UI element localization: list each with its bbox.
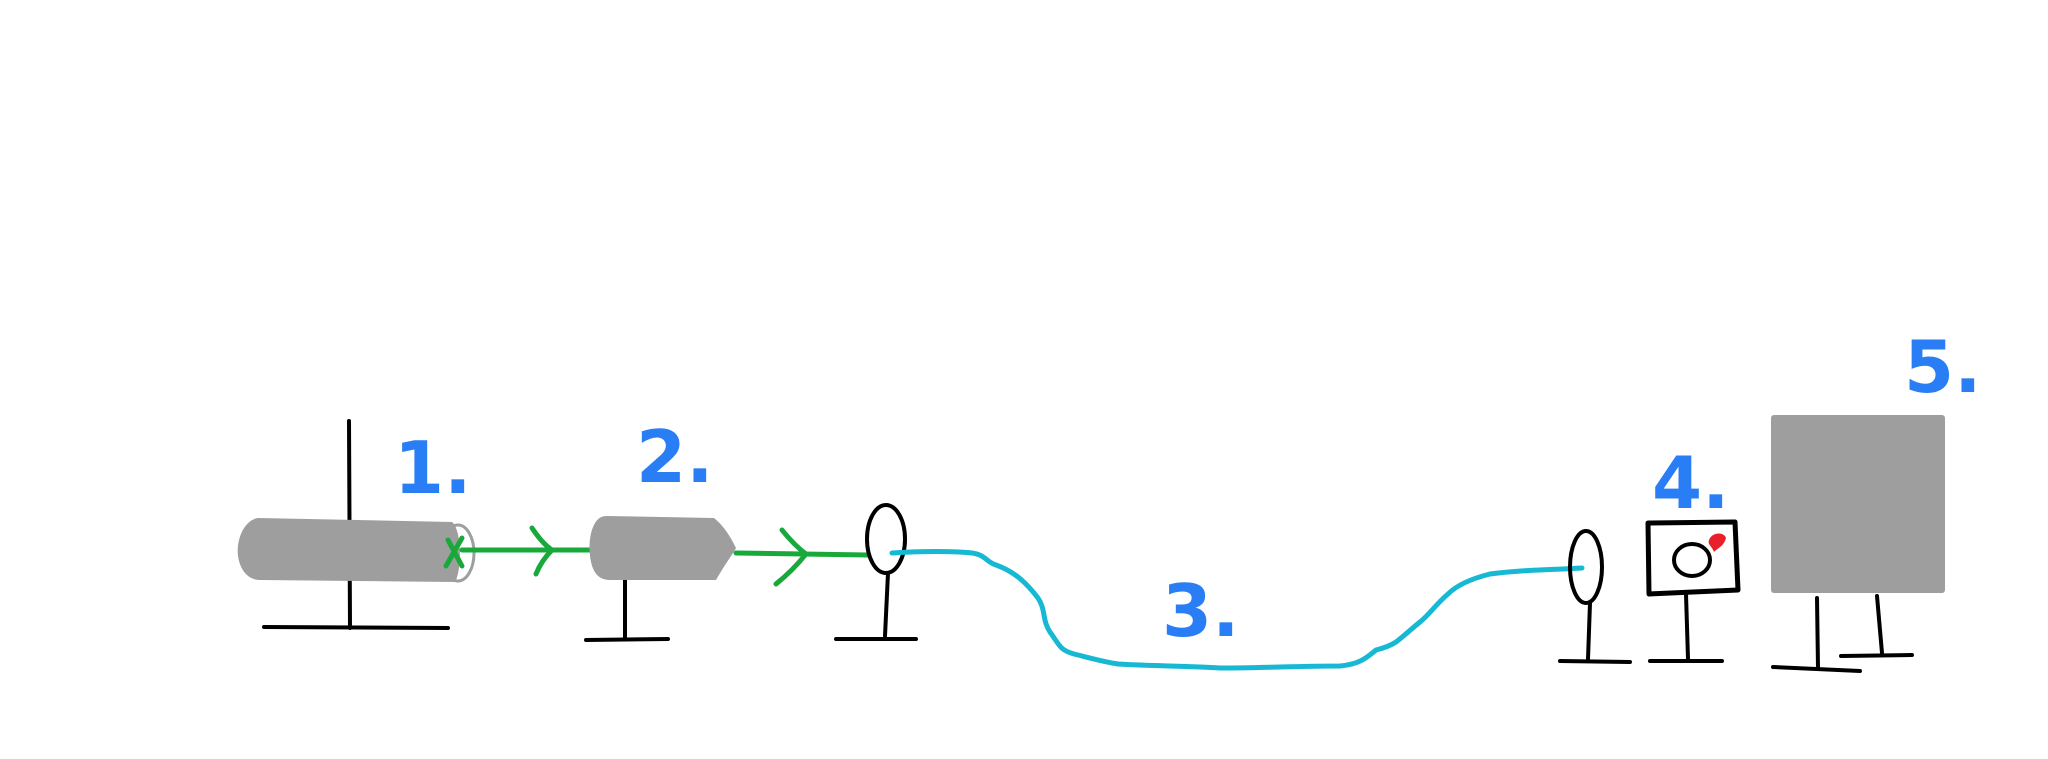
- box-stand-base-left: [1771, 665, 1862, 673]
- optical-fiber: [889, 549, 1585, 671]
- beam-arrow-icon: [773, 527, 810, 587]
- optic-stand-base: [584, 637, 670, 642]
- beam-segment-2: [733, 527, 871, 587]
- laser-tube: [237, 518, 460, 582]
- box-stand-post-right: [1875, 594, 1884, 655]
- optic-body: [589, 516, 736, 580]
- coupler-stand-post: [883, 571, 890, 638]
- box-stand-base-right: [1839, 653, 1914, 658]
- laser-emitter-cross-icon: [443, 535, 465, 569]
- optic-assembly: [584, 516, 736, 642]
- coupler-lens: [1568, 529, 1604, 605]
- camera-body: [1645, 519, 1741, 597]
- label-1: 1.: [394, 426, 471, 510]
- beam-arrow-icon: [529, 525, 556, 577]
- label-2: 2.: [636, 415, 713, 499]
- camera-assembly: [1645, 519, 1741, 663]
- coupler-stand-base: [1558, 659, 1632, 664]
- laser-stand-base: [262, 625, 450, 630]
- label-5: 5.: [1904, 325, 1981, 409]
- camera-record-indicator-icon: [1708, 533, 1726, 552]
- box-assembly: [1771, 415, 1945, 673]
- box-stand-post-left: [1815, 596, 1820, 670]
- label-4: 4.: [1652, 441, 1729, 525]
- camera-lens: [1672, 542, 1712, 578]
- coupler-lens: [865, 503, 907, 575]
- box-body: [1771, 415, 1945, 593]
- label-3: 3.: [1162, 569, 1239, 653]
- camera-stand-post: [1684, 592, 1690, 661]
- fiber-input-coupler: [834, 503, 918, 641]
- fiber-output-coupler: [1558, 529, 1632, 664]
- laser-assembly: [237, 419, 476, 630]
- beam-segment-1: [459, 525, 597, 577]
- laser-aperture: [440, 523, 476, 583]
- coupler-stand-post: [1586, 601, 1592, 661]
